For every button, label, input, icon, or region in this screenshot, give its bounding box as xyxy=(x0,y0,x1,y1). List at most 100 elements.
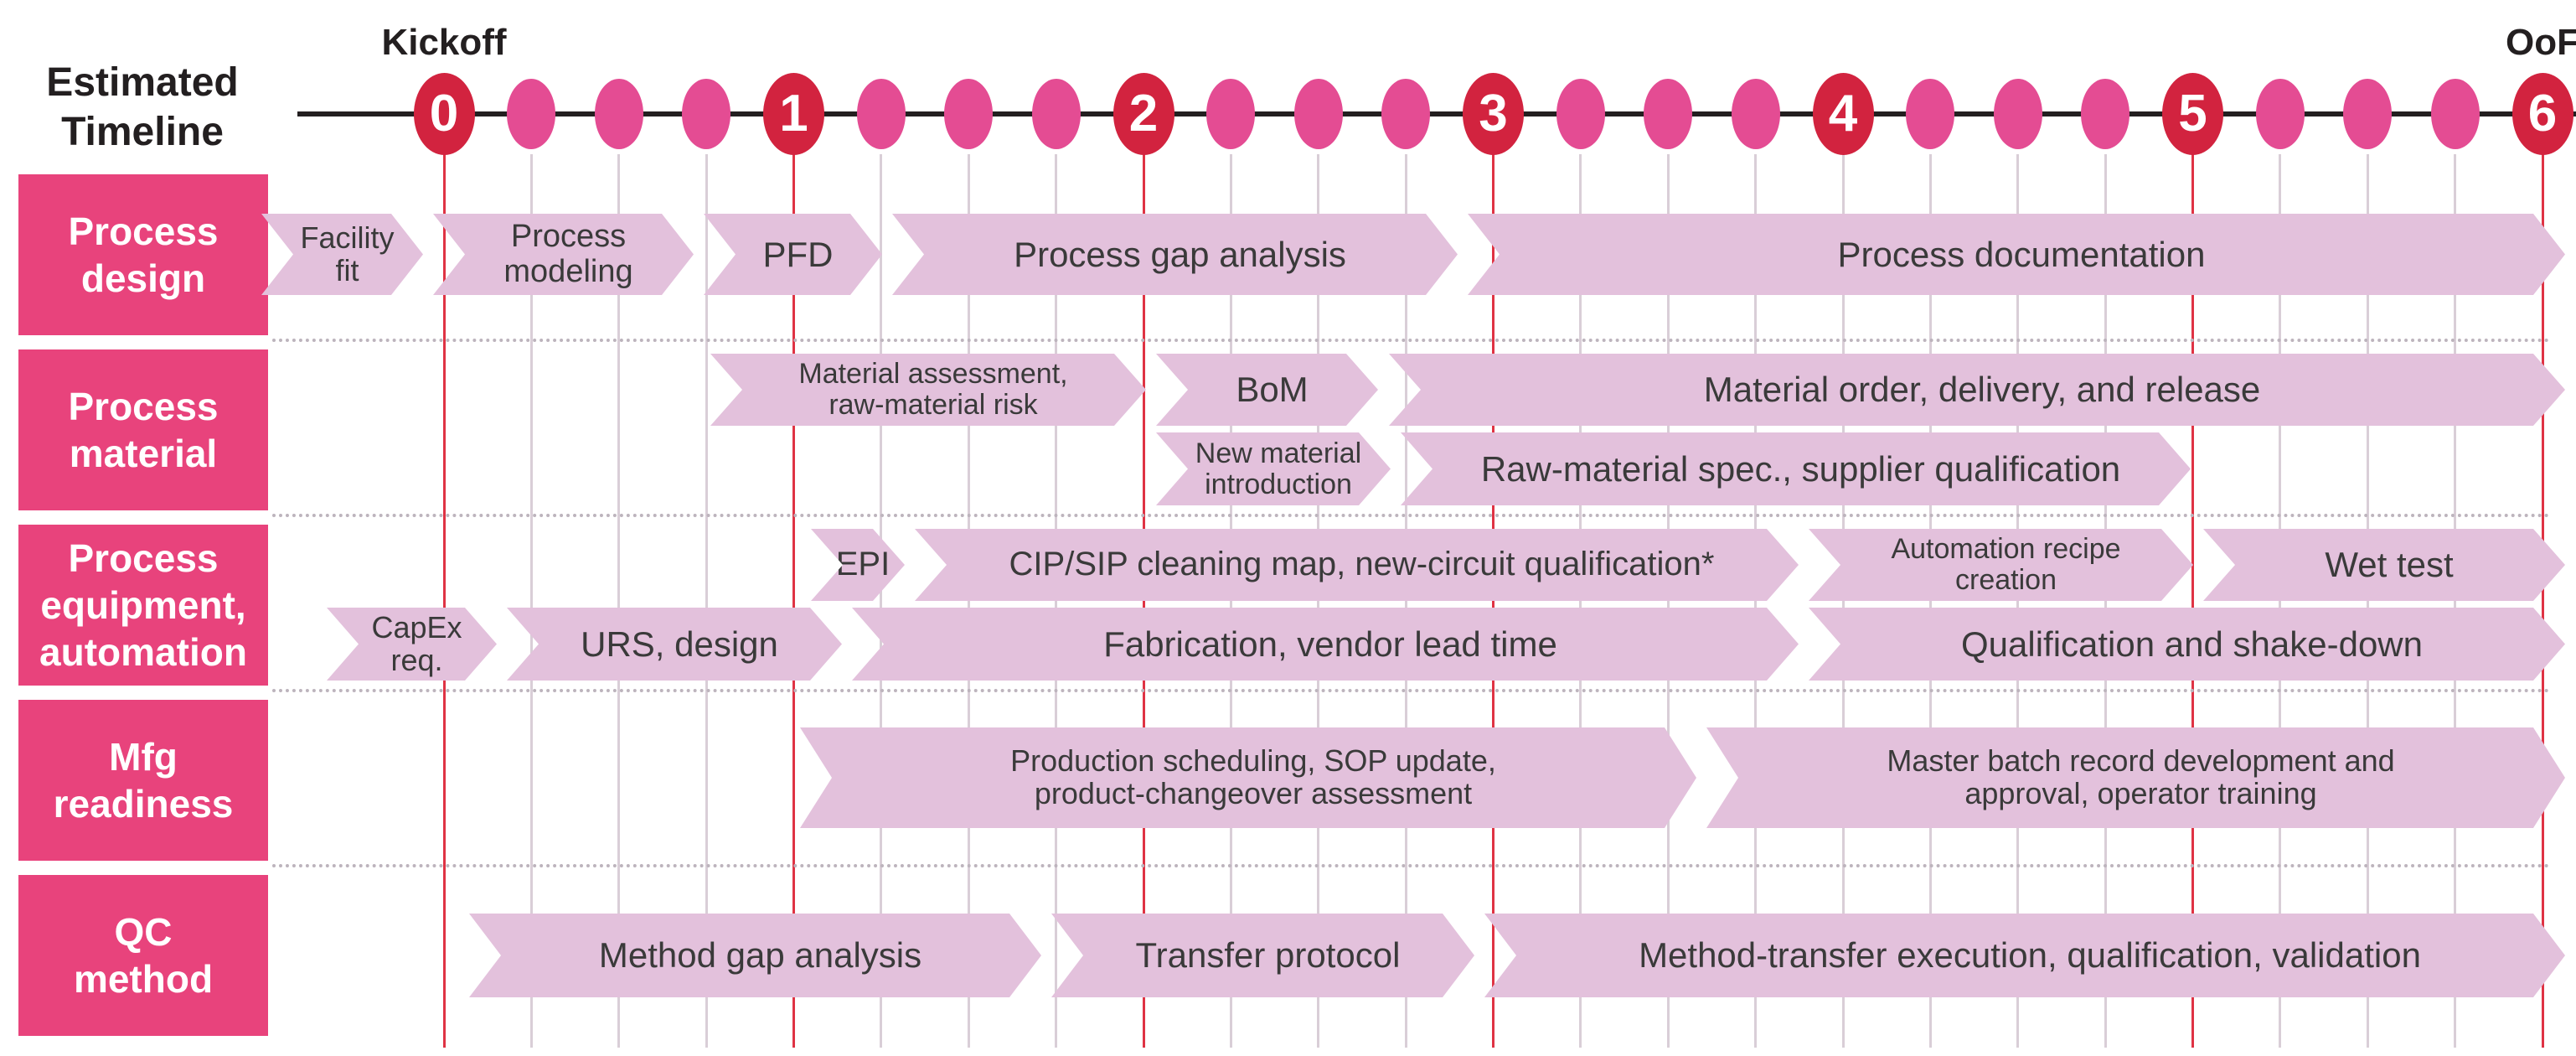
task-arrow: PFD xyxy=(704,214,882,295)
timeline-minor-dot xyxy=(507,79,556,149)
timeline-milestone-dot: 3 xyxy=(1463,73,1524,155)
task-arrow-label: Production scheduling, SOP update, xyxy=(1010,743,1496,779)
task-arrow-label: New material xyxy=(1195,437,1362,469)
row-separator xyxy=(272,514,2551,517)
grid-line-major xyxy=(2191,154,2194,1048)
grid-line-major xyxy=(1492,154,1494,1048)
task-arrow: Qualification and shake-down xyxy=(1809,608,2565,681)
task-arrow-label: Process xyxy=(510,219,627,255)
task-arrow-label: CapEx xyxy=(371,609,462,644)
timeline-minor-dot xyxy=(1906,79,1955,149)
row-label: Process xyxy=(68,536,219,580)
grid-line-minor xyxy=(1666,154,1670,1048)
grid-line-minor xyxy=(1229,154,1232,1048)
timeline-dot-number: 3 xyxy=(1479,85,1508,142)
task-arrow-label: Material order, delivery, and release xyxy=(1703,370,2261,410)
grid-line-minor xyxy=(1754,154,1758,1048)
oof-label: OoF xyxy=(2506,22,2576,63)
task-arrow: CIP/SIP cleaning map, new-circuit qualif… xyxy=(915,529,1799,601)
row-label: readiness xyxy=(53,782,234,826)
timeline-minor-dot xyxy=(1031,79,1081,149)
task-arrow-label: EPI xyxy=(835,546,891,583)
task-arrow: BoM xyxy=(1156,354,1378,426)
grid-line-minor xyxy=(967,154,970,1048)
task-arrow: Material assessment,raw-material risk xyxy=(710,354,1146,426)
task-arrow-label: Wet test xyxy=(2325,545,2454,585)
grid-line-minor xyxy=(705,154,708,1048)
task-arrow-label: Master batch record development and xyxy=(1887,743,2395,779)
timeline-dot-number: 0 xyxy=(429,85,459,142)
kickoff-label: Kickoff xyxy=(381,22,507,63)
task-arrow-label: raw-material risk xyxy=(829,389,1038,421)
grid-line-minor xyxy=(1404,154,1407,1048)
grid-line-minor xyxy=(1579,154,1582,1048)
row-label: design xyxy=(80,256,206,300)
row-label: Process xyxy=(68,384,219,428)
task-arrow-label: Raw-material spec., supplier qualificati… xyxy=(1480,448,2121,489)
task-arrow: EPI xyxy=(811,529,905,601)
timeline-minor-dot xyxy=(1381,79,1431,149)
task-arrow-label: Qualification and shake-down xyxy=(1960,624,2423,664)
grid-line-minor xyxy=(880,154,883,1048)
grid-line-minor xyxy=(617,154,621,1048)
timeline-minor-dot xyxy=(944,79,994,149)
task-arrow-label: Method gap analysis xyxy=(598,935,922,976)
task-arrow: Wet test xyxy=(2203,529,2565,601)
task-arrow-label: Process gap analysis xyxy=(1014,234,1346,274)
task-arrow-label: modeling xyxy=(503,253,633,289)
task-arrow-label: Process documentation xyxy=(1837,234,2206,274)
task-arrow: Process gap analysis xyxy=(892,214,1458,295)
task-arrow-label: Fabrication, vendor lead time xyxy=(1103,624,1557,664)
grid-line-minor xyxy=(529,154,533,1048)
grid-line-minor xyxy=(2016,154,2020,1048)
task-arrow-label: BoM xyxy=(1236,370,1309,410)
task-arrow: Raw-material spec., supplier qualificati… xyxy=(1401,432,2191,505)
page-title-line2: Timeline xyxy=(61,109,224,154)
timeline-dot-number: 1 xyxy=(779,85,808,142)
timeline-minor-dot xyxy=(682,79,731,149)
task-arrow-label: approval, operator training xyxy=(1964,776,2317,810)
page-title-line1: Estimated xyxy=(46,60,239,105)
grid-line-minor xyxy=(2104,154,2107,1048)
grid-line-minor xyxy=(2366,154,2369,1048)
grid-line-major xyxy=(1142,154,1145,1048)
timeline-minor-dot xyxy=(1993,79,2042,149)
timeline-milestone-dot: 4 xyxy=(1812,73,1874,155)
task-arrow-label: introduction xyxy=(1205,468,1352,500)
grid-line-major xyxy=(1841,154,1845,1048)
grid-line-minor xyxy=(1055,154,1058,1048)
grid-line-major xyxy=(442,154,446,1048)
timeline-milestone-dot: 0 xyxy=(413,73,475,155)
row-separator xyxy=(272,339,2551,342)
row-label: material xyxy=(69,432,218,475)
row-separator xyxy=(272,864,2551,867)
timeline-dot-number: 2 xyxy=(1128,85,1159,142)
task-arrow-label: Material assessment, xyxy=(798,358,1068,391)
timeline-minor-dot xyxy=(594,79,643,149)
task-arrow-label: req. xyxy=(390,642,443,677)
task-arrow-label: CIP/SIP cleaning map, new-circuit qualif… xyxy=(1009,546,1715,583)
task-arrow: URS, design xyxy=(507,608,842,681)
timeline-dot-number: 4 xyxy=(1828,85,1858,142)
task-arrow: Fabrication, vendor lead time xyxy=(852,608,1799,681)
timeline-minor-dot xyxy=(1206,79,1256,149)
timeline-minor-dot xyxy=(2081,79,2130,149)
timeline-axis xyxy=(297,111,2576,116)
row-separator xyxy=(272,689,2551,692)
task-arrow-label: Facility xyxy=(300,220,395,255)
timeline-minor-dot xyxy=(1293,79,1343,149)
timeline-minor-dot xyxy=(1556,79,1605,149)
timeline-dot-number: 5 xyxy=(2178,85,2207,142)
row-label: Mfg xyxy=(109,734,178,779)
task-arrow: Production scheduling, SOP update,produc… xyxy=(800,727,1696,828)
task-arrow-label: Transfer protocol xyxy=(1135,935,1401,976)
timeline-minor-dot xyxy=(1644,79,1693,149)
